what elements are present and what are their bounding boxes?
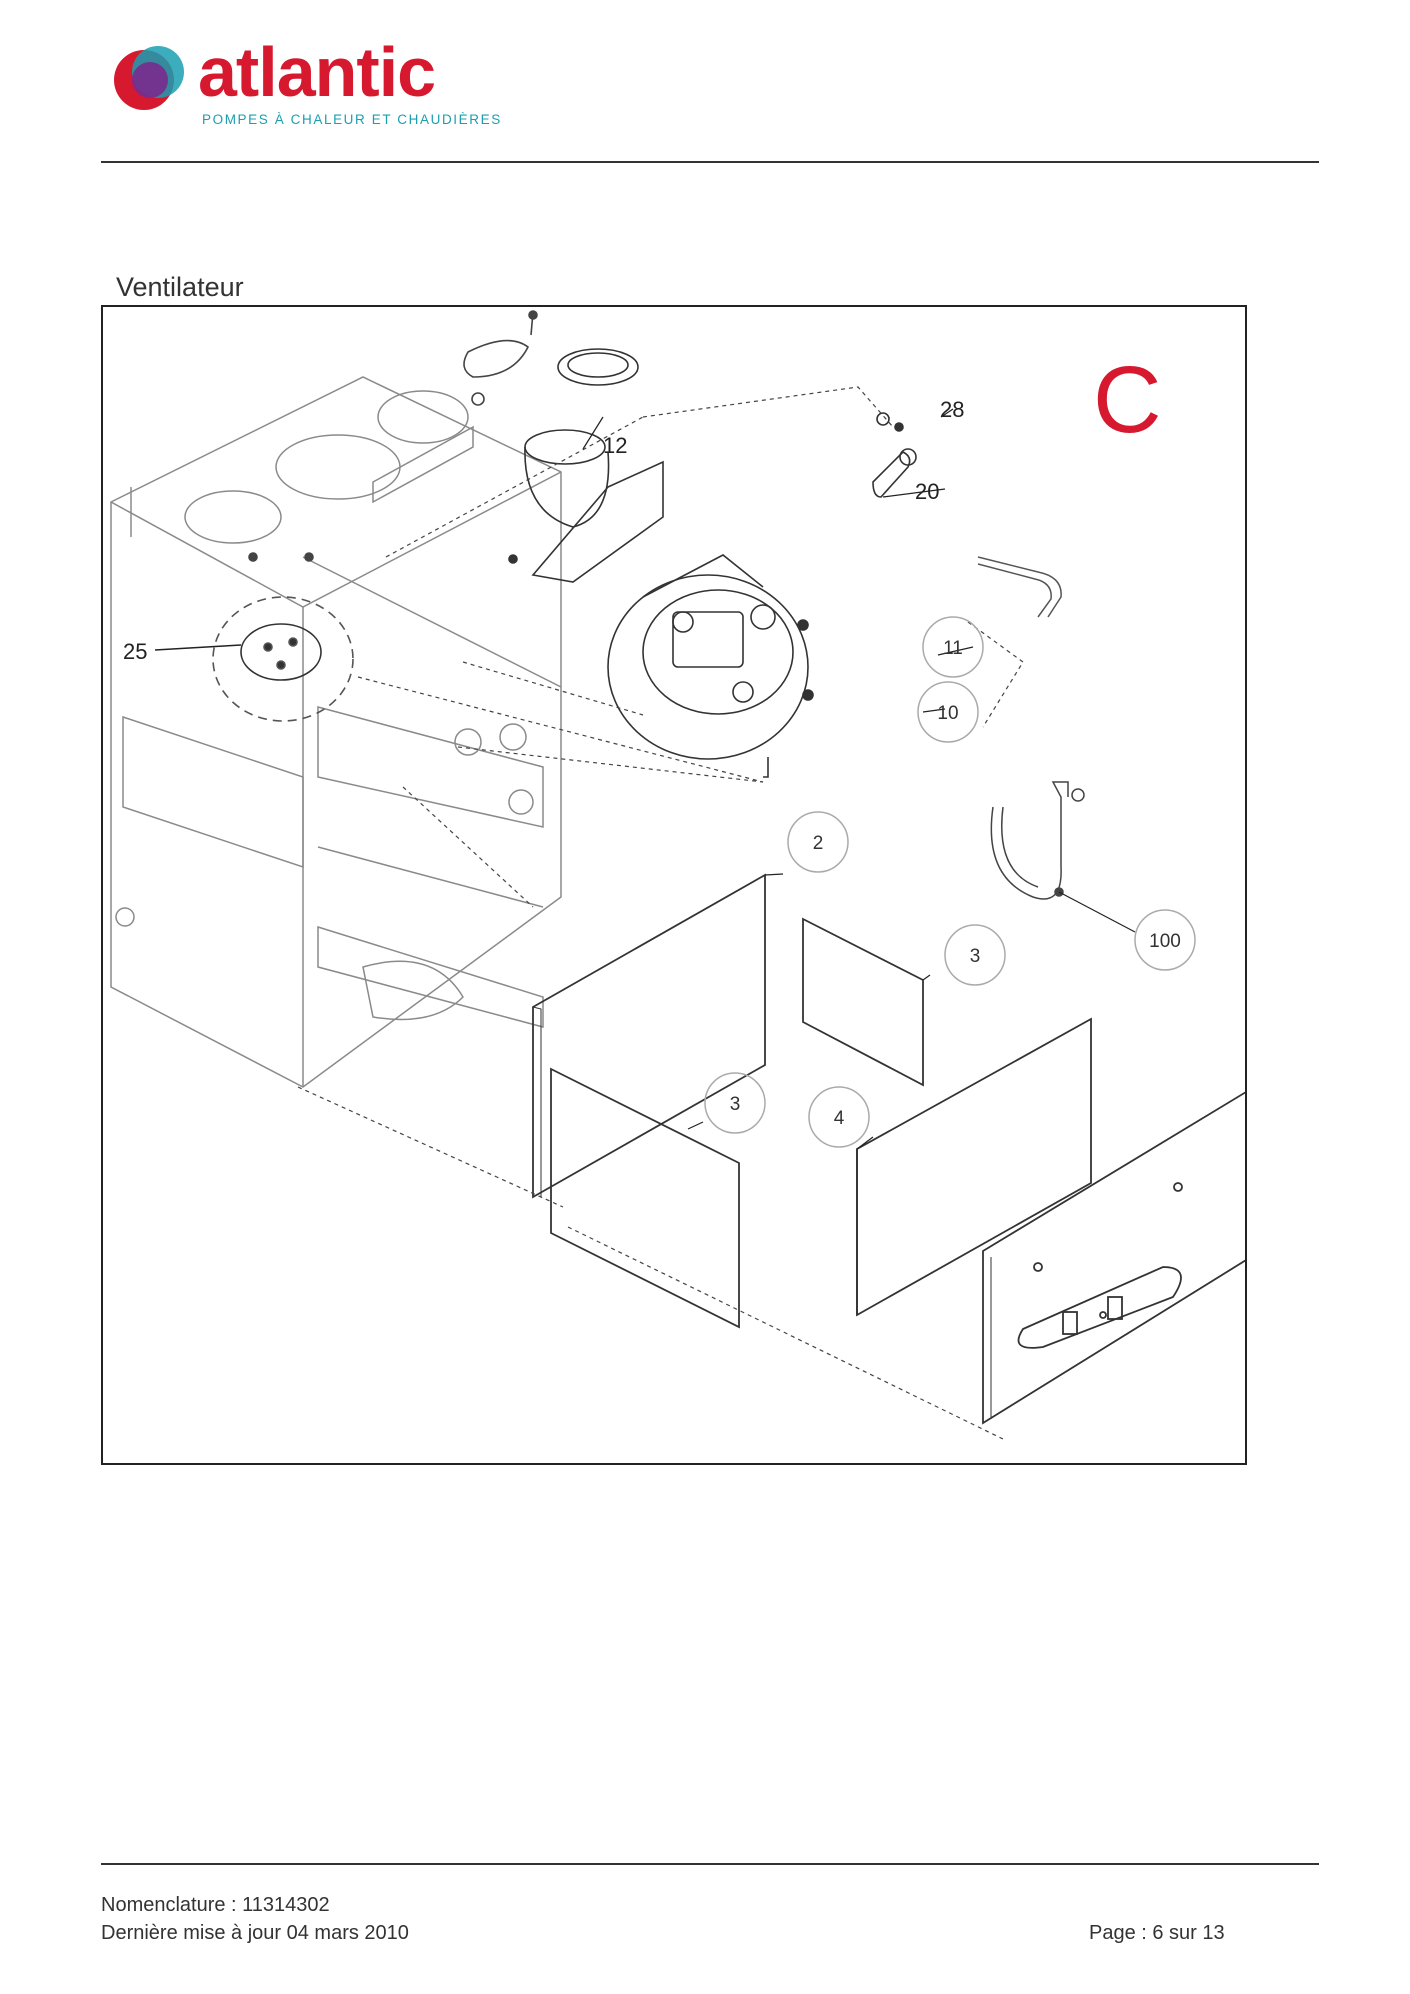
callout-10: 10 bbox=[937, 703, 958, 724]
exploded-view-figure: 12 28 20 25 11 10 2 3 100 3 4 C bbox=[101, 305, 1247, 1465]
logo-wordmark: atlantic bbox=[198, 33, 436, 111]
air-intake-part-12 bbox=[508, 348, 664, 583]
callout-20: 20 bbox=[915, 479, 939, 504]
nozzle-part-20 bbox=[872, 412, 917, 498]
callout-3a: 3 bbox=[970, 946, 981, 967]
top-plate bbox=[248, 310, 538, 562]
footer-page-number: Page : 6 sur 13 bbox=[1089, 1922, 1225, 1944]
callout-2: 2 bbox=[813, 833, 824, 854]
fan-assembly-part-10-11 bbox=[607, 554, 814, 778]
assembly-lines bbox=[297, 386, 1024, 1440]
callout-12: 12 bbox=[603, 433, 627, 458]
exploded-view-drawing: 12 28 20 25 11 10 2 3 100 3 4 C bbox=[110, 310, 1245, 1440]
header-divider bbox=[101, 161, 1319, 163]
footer-nomenclature: Nomenclature : 11314302 bbox=[101, 1894, 330, 1916]
callout-28: 28 bbox=[940, 397, 964, 422]
leader-lines bbox=[582, 408, 1136, 1150]
callout-100: 100 bbox=[1149, 931, 1181, 952]
boiler-casing bbox=[110, 376, 562, 1088]
logo-mark-icon bbox=[114, 46, 184, 110]
atlantic-logo: atlantic POMPES À CHALEUR ET CHAUDIÈRES bbox=[110, 33, 500, 133]
hose bbox=[977, 556, 1062, 618]
plain-callouts: 12 28 20 25 bbox=[123, 397, 964, 664]
footer-last-update: Dernière mise à jour 04 mars 2010 bbox=[101, 1922, 409, 1944]
footer-divider bbox=[101, 1863, 1319, 1865]
section-code-letter: C bbox=[1093, 347, 1162, 453]
section-title: Ventilateur bbox=[116, 272, 244, 302]
logo-tagline: POMPES À CHALEUR ET CHAUDIÈRES bbox=[202, 112, 502, 127]
callout-4: 4 bbox=[834, 1108, 845, 1129]
front-panel bbox=[982, 1091, 1245, 1425]
callout-25: 25 bbox=[123, 639, 147, 664]
panels bbox=[532, 873, 1092, 1329]
wiring-harness-part-100 bbox=[990, 781, 1085, 900]
circled-callouts: 11 10 2 3 100 3 4 bbox=[704, 616, 1196, 1148]
pressure-switch-part-25 bbox=[154, 596, 354, 722]
callout-3b: 3 bbox=[730, 1094, 741, 1115]
callout-11: 11 bbox=[943, 638, 963, 659]
